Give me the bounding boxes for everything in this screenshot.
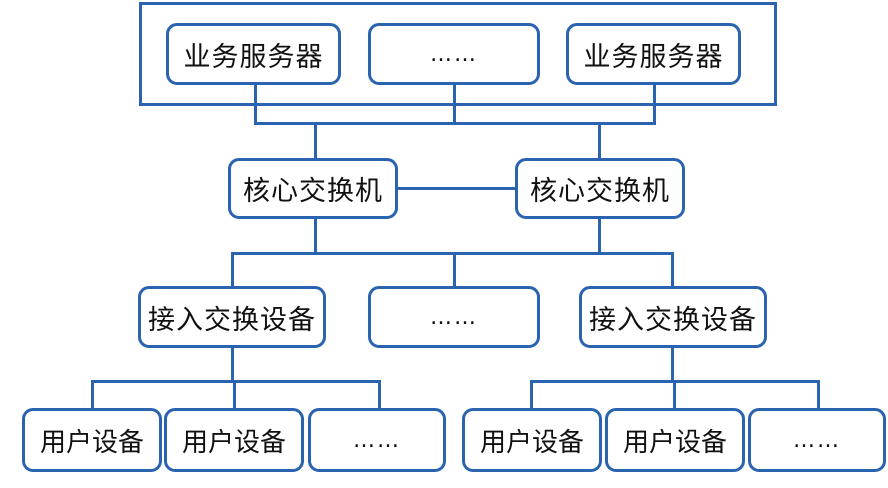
user-device-node: 用户设备	[462, 408, 602, 472]
core-switch-node: 核心交换机	[228, 158, 398, 219]
access-switch-node: 接入交换设备	[579, 286, 767, 348]
business-server-node: 业务服务器	[166, 23, 341, 85]
ellipsis-node: ……	[748, 408, 886, 472]
access-switch-node: 接入交换设备	[138, 286, 326, 348]
connector	[653, 84, 656, 124]
connector	[231, 252, 234, 288]
connector	[91, 380, 381, 383]
business-server-node: 业务服务器	[566, 23, 741, 85]
connector	[231, 345, 234, 381]
connector	[530, 380, 533, 410]
connector	[453, 84, 456, 124]
connector	[671, 252, 674, 288]
connector	[817, 380, 820, 410]
connector	[378, 380, 381, 410]
connector	[598, 122, 601, 160]
connector	[671, 345, 674, 381]
connector	[314, 122, 317, 160]
connector	[598, 216, 601, 254]
server-group-frame	[139, 2, 777, 106]
connector	[314, 216, 317, 254]
connector	[254, 84, 257, 124]
connector	[91, 380, 94, 410]
connector	[254, 122, 656, 125]
user-device-node: 用户设备	[605, 408, 745, 472]
core-link	[398, 187, 516, 190]
user-device-node: 用户设备	[22, 408, 162, 472]
ellipsis-node: ……	[368, 23, 540, 85]
ellipsis-node: ……	[368, 286, 540, 348]
ellipsis-node: ……	[308, 408, 446, 472]
user-device-node: 用户设备	[164, 408, 304, 472]
connector	[231, 252, 674, 255]
connector	[453, 252, 456, 288]
connector	[233, 380, 236, 410]
connector	[673, 380, 676, 410]
core-switch-node: 核心交换机	[515, 158, 685, 219]
